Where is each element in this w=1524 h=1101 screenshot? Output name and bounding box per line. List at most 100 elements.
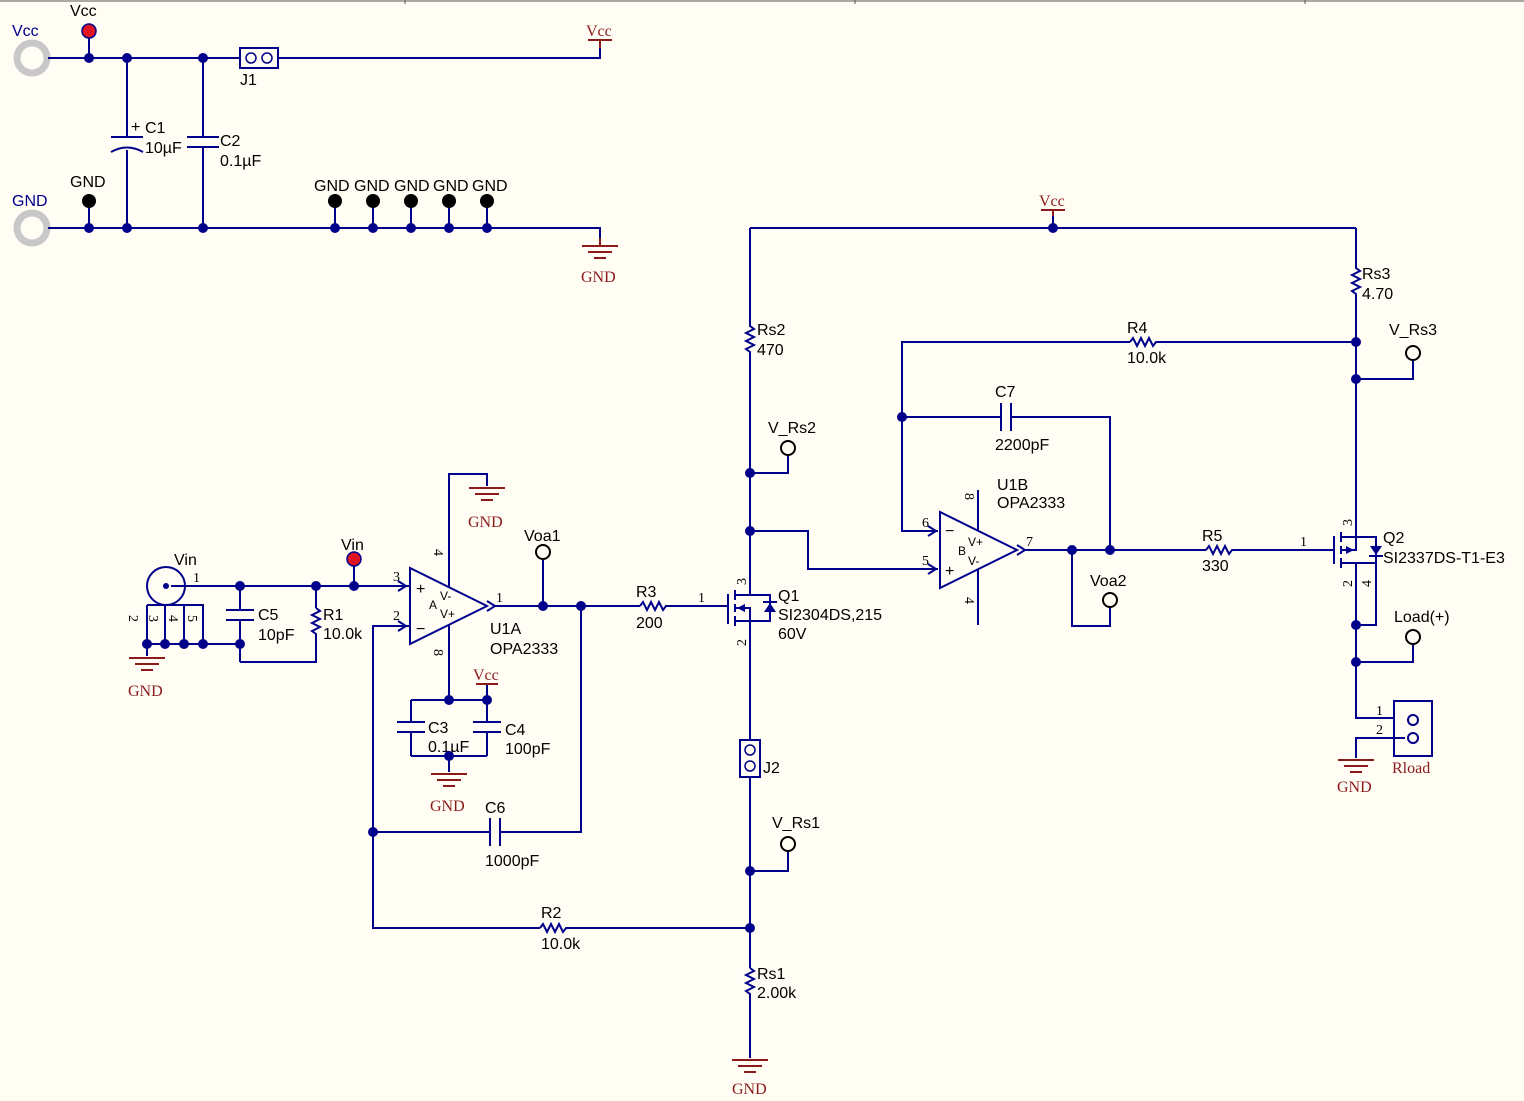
j1-jumper[interactable]: J1 — [239, 47, 279, 89]
gnd-net-label-vin: GND — [128, 683, 163, 700]
rs2-resistor[interactable]: Rs2 470 — [743, 228, 786, 588]
rs3-ref: Rs3 — [1362, 266, 1391, 283]
j2-jumper[interactable]: J2 — [739, 739, 780, 778]
r1-ref: R1 — [323, 607, 344, 624]
voa2-testpoint[interactable]: Voa2 — [1090, 573, 1127, 608]
vin-bnc-connector[interactable]: Vin 1 2 3 4 5 — [125, 552, 240, 644]
c4-value: 100pF — [505, 741, 551, 758]
gnd-testpoint-1[interactable]: GND — [314, 178, 350, 228]
v-rs2-testpoint[interactable]: V_Rs2 — [768, 420, 816, 456]
r3-ref: R3 — [636, 584, 657, 601]
vcc-net-label-u1a: Vcc — [473, 667, 499, 684]
v-rs2-label: V_Rs2 — [768, 420, 816, 437]
u1b-minus-sign: − — [945, 523, 954, 540]
c2-capacitor[interactable]: C2 0.1µF — [187, 58, 261, 228]
c3-value: 0.1µF — [428, 739, 469, 756]
vcc-connector[interactable]: Vcc — [12, 23, 51, 77]
load-testpoint[interactable]: Load(+) — [1394, 609, 1450, 645]
u1b-pin-5: 5 — [922, 554, 929, 569]
vcc-power-symbol: Vcc — [586, 23, 612, 48]
q2-value: SI2337DS-T1-E3 — [1383, 550, 1505, 567]
v-rs1-label: V_Rs1 — [772, 815, 820, 832]
rload-connector[interactable]: 1 2 Rload — [1376, 700, 1433, 777]
gnd-symbol-u1a: GND — [468, 487, 505, 531]
gnd-testpoint-3[interactable]: GND — [394, 178, 430, 228]
u1a-pin-2: 2 — [393, 609, 400, 624]
gnd-testpoint-4[interactable]: GND — [433, 178, 469, 228]
gnd-symbol-vin: GND — [128, 657, 165, 700]
vin-testpoint-label: Vin — [341, 537, 364, 554]
q1-ref: Q1 — [778, 588, 799, 605]
r1-value: 10.0k — [323, 626, 363, 643]
vcc-connector-label: Vcc — [12, 23, 39, 40]
c1-capacitor[interactable]: + C1 10µF — [110, 58, 182, 228]
c4-capacitor[interactable]: C4 100pF — [473, 700, 551, 758]
r4-resistor[interactable]: R4 10.0k — [1127, 320, 1356, 367]
u1a-opamp[interactable]: + − V- A V+ 3 2 1 4 8 U1A OPA2333 — [393, 549, 558, 658]
u1a-pin-1: 1 — [496, 591, 503, 606]
rload-label: Rload — [1392, 760, 1430, 777]
gnd-testpoint[interactable]: GND — [70, 174, 106, 228]
q1-pin-2: 2 — [735, 639, 750, 646]
q1-nmos[interactable]: 3 2 Q1 SI2304DS,215 60V — [727, 578, 882, 646]
u1a-vplus: V+ — [440, 607, 455, 621]
r5-resistor[interactable]: R5 330 1 — [1202, 528, 1334, 575]
r1-resistor[interactable]: R1 10.0k — [309, 586, 363, 643]
vin-pin-3: 3 — [145, 615, 160, 622]
v-rs3-testpoint[interactable]: V_Rs3 — [1389, 322, 1437, 361]
u1b-unit: B — [958, 544, 966, 558]
voa1-testpoint[interactable]: Voa1 — [524, 528, 561, 560]
c5-capacitor[interactable]: C5 10pF — [226, 586, 317, 663]
r4-value: 10.0k — [1127, 350, 1167, 367]
r2-resistor[interactable]: R2 10.0k — [539, 905, 750, 953]
u1b-opamp[interactable]: − + V+ B V- 6 5 7 8 4 U1B OPA2333 — [922, 477, 1065, 625]
gnd-symbol-rs1: GND — [732, 1059, 768, 1098]
gnd-symbol-rload: GND — [1337, 759, 1374, 796]
r5-value: 330 — [1202, 558, 1229, 575]
r3-value: 200 — [636, 615, 663, 632]
j1-label: J1 — [240, 72, 257, 89]
r2-ref: R2 — [541, 905, 562, 922]
q1-pin-1: 1 — [698, 591, 705, 606]
r4-ref: R4 — [1127, 320, 1148, 337]
r3-resistor[interactable]: R3 200 1 — [636, 584, 728, 632]
u1a-pin-4: 4 — [430, 549, 445, 556]
gnd-net-label-rload: GND — [1337, 779, 1372, 796]
gnd-net-label: GND — [581, 269, 616, 286]
u1b-plus-sign: + — [945, 563, 954, 580]
vcc-testpoint[interactable]: Vcc — [70, 3, 97, 58]
u1a-value: OPA2333 — [490, 641, 558, 658]
c7-ref: C7 — [995, 384, 1016, 401]
voa2-label: Voa2 — [1090, 573, 1127, 590]
vin-testpoint[interactable]: Vin — [341, 537, 364, 586]
r5-ref: R5 — [1202, 528, 1223, 545]
vcc-power-symbol-u1a: Vcc — [473, 667, 499, 685]
c7-capacitor[interactable]: C7 2200pF — [995, 384, 1049, 454]
gnd-connector-label: GND — [12, 193, 48, 210]
gnd-connector[interactable]: GND — [12, 193, 51, 247]
gnd-testpoint-label: GND — [70, 174, 106, 191]
vcc-testpoint-label: Vcc — [70, 3, 97, 20]
c1-ref: C1 — [145, 120, 166, 137]
c6-capacitor[interactable]: C6 1000pF — [485, 800, 539, 870]
u1b-pin-8: 8 — [961, 493, 976, 500]
q2-pin-4: 4 — [1360, 580, 1375, 587]
gnd-tp-label-5: GND — [472, 178, 508, 195]
rs1-resistor[interactable]: Rs1 2.00k — [743, 966, 797, 1058]
q2-pmos[interactable]: 3 2 4 Q2 SI2337DS-T1-E3 — [1333, 519, 1505, 587]
gnd-symbol-caps: GND — [430, 773, 467, 815]
gnd-testpoint-2[interactable]: GND — [354, 178, 390, 228]
u1a-junctions — [368, 601, 586, 837]
gnd-testpoint-5[interactable]: GND — [472, 178, 508, 228]
u1a-unit: A — [429, 598, 437, 612]
rs3-resistor[interactable]: Rs3 4.70 — [1349, 228, 1393, 530]
rs1-value: 2.00k — [757, 985, 797, 1002]
u1a-minus-sign: − — [416, 621, 425, 638]
v-rs1-testpoint[interactable]: V_Rs1 — [772, 815, 820, 852]
c3-capacitor[interactable]: C3 0.1µF — [397, 700, 469, 756]
power-junctions — [84, 53, 492, 233]
input-junctions — [142, 581, 359, 649]
u1b-value: OPA2333 — [997, 495, 1065, 512]
rs1-ref: Rs1 — [757, 966, 786, 983]
